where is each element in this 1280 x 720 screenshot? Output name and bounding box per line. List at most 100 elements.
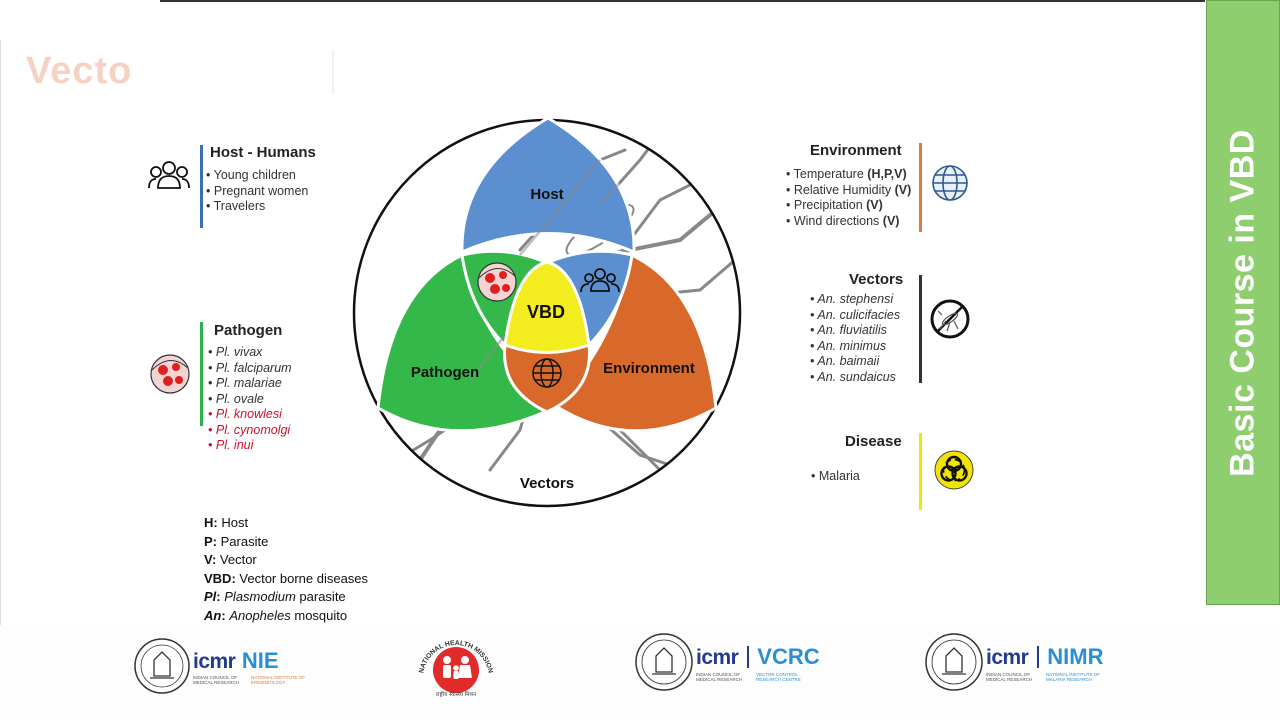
environment-block-list: Temperature (H,P,V) Relative Humidity (V… <box>786 167 912 230</box>
list-item: Pl. ovale <box>208 392 292 408</box>
pathogen-environment-overlap <box>503 343 591 414</box>
logo-subtext: MALARIA RESEARCH <box>1046 677 1092 682</box>
top-border-line <box>160 0 1205 2</box>
list-item: Travelers <box>206 199 308 215</box>
host-block-title: Host - Humans <box>210 144 316 161</box>
svg-text:राष्ट्रीय स्वास्थ्य मिशन: राष्ट्रीय स्वास्थ्य मिशन <box>436 691 477 698</box>
vbd-venn-diagram: Host Pathogen Environment VBD Vectors <box>352 116 742 508</box>
list-item: Temperature (H,P,V) <box>786 167 911 183</box>
icmr-nie-logo: icmr NIE INDIAN COUNCIL OF MEDICAL RESEA… <box>133 633 308 695</box>
legend-key: V: <box>204 552 217 567</box>
icmr-vcrc-logo: icmr VCRC INDIAN COUNCIL OF MEDICAL RESE… <box>634 630 824 696</box>
logo-subtext: MEDICAL RESEARCH <box>986 677 1033 682</box>
list-item: Pl. vivax <box>208 345 292 361</box>
logo-subtext: RESEARCH CENTRE <box>756 677 801 682</box>
legend-row: P: Parasite <box>204 533 368 552</box>
legend-italic: Anopheles <box>229 607 291 623</box>
env-item-text: Relative Humidity <box>793 182 895 197</box>
legend-row: H: Host <box>204 514 368 533</box>
emblem-seal-icon <box>134 638 190 694</box>
emblem-seal-icon <box>635 633 693 691</box>
legend-text: Parasite <box>217 533 269 549</box>
infected-cell-icon <box>477 262 517 302</box>
abbreviation-legend: H: Host P: Parasite V: Vector VBD: Vecto… <box>204 514 368 625</box>
vectors-block-title: Vectors <box>849 271 904 288</box>
people-icon <box>580 268 620 293</box>
legend-row: V: Vector <box>204 551 368 570</box>
logo-subtext: MEDICAL RESEARCH <box>696 677 743 682</box>
env-item-tag: (V) <box>866 198 883 212</box>
icmr-wordmark: icmr <box>986 646 1029 669</box>
national-health-mission-logo: NATIONAL HEALTH MISSION राष्ट्रीय स्वास्… <box>415 630 497 698</box>
nimr-abbr: NIMR <box>1047 644 1104 669</box>
legend-row: An: Anopheles mosquito <box>204 607 368 626</box>
legend-text: Vector borne diseases <box>235 570 369 586</box>
list-item: Young children <box>206 168 308 184</box>
list-item: An. culicifacies <box>810 308 900 324</box>
slide-left-edge <box>0 40 1 625</box>
pathogen-block-title: Pathogen <box>214 322 283 339</box>
logo-subtext: INDIAN COUNCIL OF <box>696 672 741 677</box>
footer-logo-bar: icmr NIE INDIAN COUNCIL OF MEDICAL RESEA… <box>0 625 1280 720</box>
vectors-block-bar <box>919 275 922 383</box>
list-item: Pl. knowlesi <box>208 407 292 423</box>
legend-key: An <box>204 607 222 623</box>
list-item: An. baimaii <box>810 354 900 370</box>
legend-text: mosquito <box>290 607 348 623</box>
environment-label: Environment <box>603 360 695 377</box>
logo-subtext: VECTOR CONTROL <box>756 672 798 677</box>
legend-key: H: <box>204 515 218 530</box>
side-banner-text: Basic Course in VBD <box>1223 128 1262 477</box>
environment-block-bar <box>919 143 922 232</box>
list-item: An. stephensi <box>810 292 900 308</box>
faded-title-divider <box>332 50 334 94</box>
nhm-emblem-icon: NATIONAL HEALTH MISSION राष्ट्रीय स्वास्… <box>418 640 493 698</box>
mosquito-overlay-lines <box>469 159 641 381</box>
env-item-text: Precipitation <box>793 198 867 212</box>
host-block-list: Young children Pregnant women Travelers <box>206 168 309 215</box>
infected-cell-icon <box>150 354 190 394</box>
list-item: Precipitation (V) <box>786 198 911 214</box>
vcrc-abbr: VCRC <box>757 644 820 669</box>
logo-subtext: NATIONAL INSTITUTE OF <box>251 675 306 680</box>
environment-petal <box>551 252 718 433</box>
people-icon <box>148 161 190 189</box>
env-item-text: Wind directions <box>793 213 883 228</box>
logo-subtext: EPIDEMIOLOGY <box>251 680 286 685</box>
list-item: Pl. malariae <box>208 376 292 392</box>
vectors-block-list: An. stephensi An. culicifacies An. fluvi… <box>810 292 900 385</box>
mosquito-icon <box>930 299 970 339</box>
list-item: Pl. inui <box>208 438 292 454</box>
icmr-nimr-logo: icmr NIMR INDIAN COUNCIL OF MEDICAL RESE… <box>924 630 1104 696</box>
host-label: Host <box>530 186 563 203</box>
pathogen-block-list: Pl. vivax Pl. falciparum Pl. malariae Pl… <box>208 345 292 454</box>
logo-subtext: NATIONAL INSTITUTE OF <box>1046 672 1101 677</box>
env-item-tag: (V) <box>882 213 900 228</box>
host-petal <box>460 116 636 255</box>
legend-text: parasite <box>295 589 346 604</box>
globe-icon <box>532 358 562 388</box>
legend-key: P: <box>204 533 217 549</box>
legend-key: Pl <box>204 589 217 604</box>
legend-key-colon: : <box>216 589 221 604</box>
legend-italic: Plasmodium <box>224 589 296 604</box>
legend-key: VBD: <box>204 570 236 586</box>
icmr-wordmark: icmr <box>696 646 739 669</box>
list-item: Malaria <box>811 469 860 485</box>
env-item-tag: (V) <box>894 182 912 197</box>
faded-slide-title: Vecto <box>26 50 133 92</box>
vbd-center-region <box>503 260 591 354</box>
vbd-center-label: VBD <box>527 302 565 322</box>
disease-block-list: Malaria <box>811 469 860 485</box>
biohazard-icon <box>934 450 974 490</box>
logo-divider <box>1036 646 1039 668</box>
legend-text: Vector <box>216 552 257 567</box>
list-item: Relative Humidity (V) <box>786 183 911 199</box>
list-item: Wind directions (V) <box>786 214 911 230</box>
list-item: An. sundaicus <box>810 370 900 386</box>
list-item: Pl. cynomolgi <box>208 423 292 439</box>
vectors-label: Vectors <box>520 475 574 492</box>
pathogen-label: Pathogen <box>411 364 479 381</box>
disease-block-title: Disease <box>845 433 902 450</box>
emblem-seal-icon <box>925 633 983 691</box>
